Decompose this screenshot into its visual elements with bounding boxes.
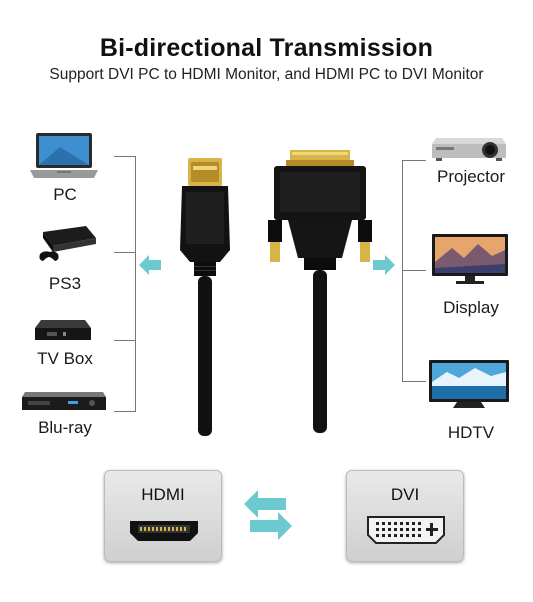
- game-console-icon: [39, 226, 96, 261]
- right-connector-bracket: [402, 160, 426, 382]
- tv-box-icon: [35, 320, 91, 340]
- device-label-blu-ray: Blu-ray: [38, 418, 92, 437]
- swap-arrows-icon: [244, 490, 292, 540]
- arrow-left-icon: [139, 255, 161, 275]
- device-label-projector: Projector: [436, 167, 506, 186]
- hdmi-port-panel: HDMI: [104, 470, 222, 562]
- device-label-tv-box: TV Box: [37, 349, 93, 368]
- laptop-icon: [30, 133, 98, 178]
- arrow-right-icon: [373, 255, 395, 275]
- hdmi-port-label: HDMI: [141, 485, 185, 504]
- left-bracket-tick-tvbox: [114, 340, 136, 341]
- dvi-port-label: DVI: [390, 485, 420, 504]
- tv-icon: [429, 360, 509, 408]
- page-title: Bi-directional Transmission: [99, 34, 434, 62]
- page-subtitle: Support DVI PC to HDMI Monitor, and HDMI…: [49, 66, 484, 83]
- projector-icon: [432, 138, 506, 161]
- monitor-icon: [432, 234, 508, 284]
- device-label-display: Display: [443, 298, 499, 317]
- right-bracket-tick-display: [402, 270, 426, 271]
- dvi-port-icon: [367, 516, 445, 544]
- hdmi-port-icon: [130, 521, 198, 541]
- device-label-pc: PC: [53, 185, 77, 204]
- device-label-hdtv: HDTV: [447, 423, 495, 442]
- blu-ray-player-icon: [22, 392, 106, 410]
- left-connector-bracket: [114, 156, 136, 412]
- dvi-cable-icon: [268, 150, 372, 433]
- device-label-ps3: PS3: [48, 274, 82, 293]
- dvi-port-panel: DVI: [346, 470, 464, 562]
- left-bracket-tick-ps3: [114, 252, 136, 253]
- hdmi-cable-icon: [180, 158, 230, 436]
